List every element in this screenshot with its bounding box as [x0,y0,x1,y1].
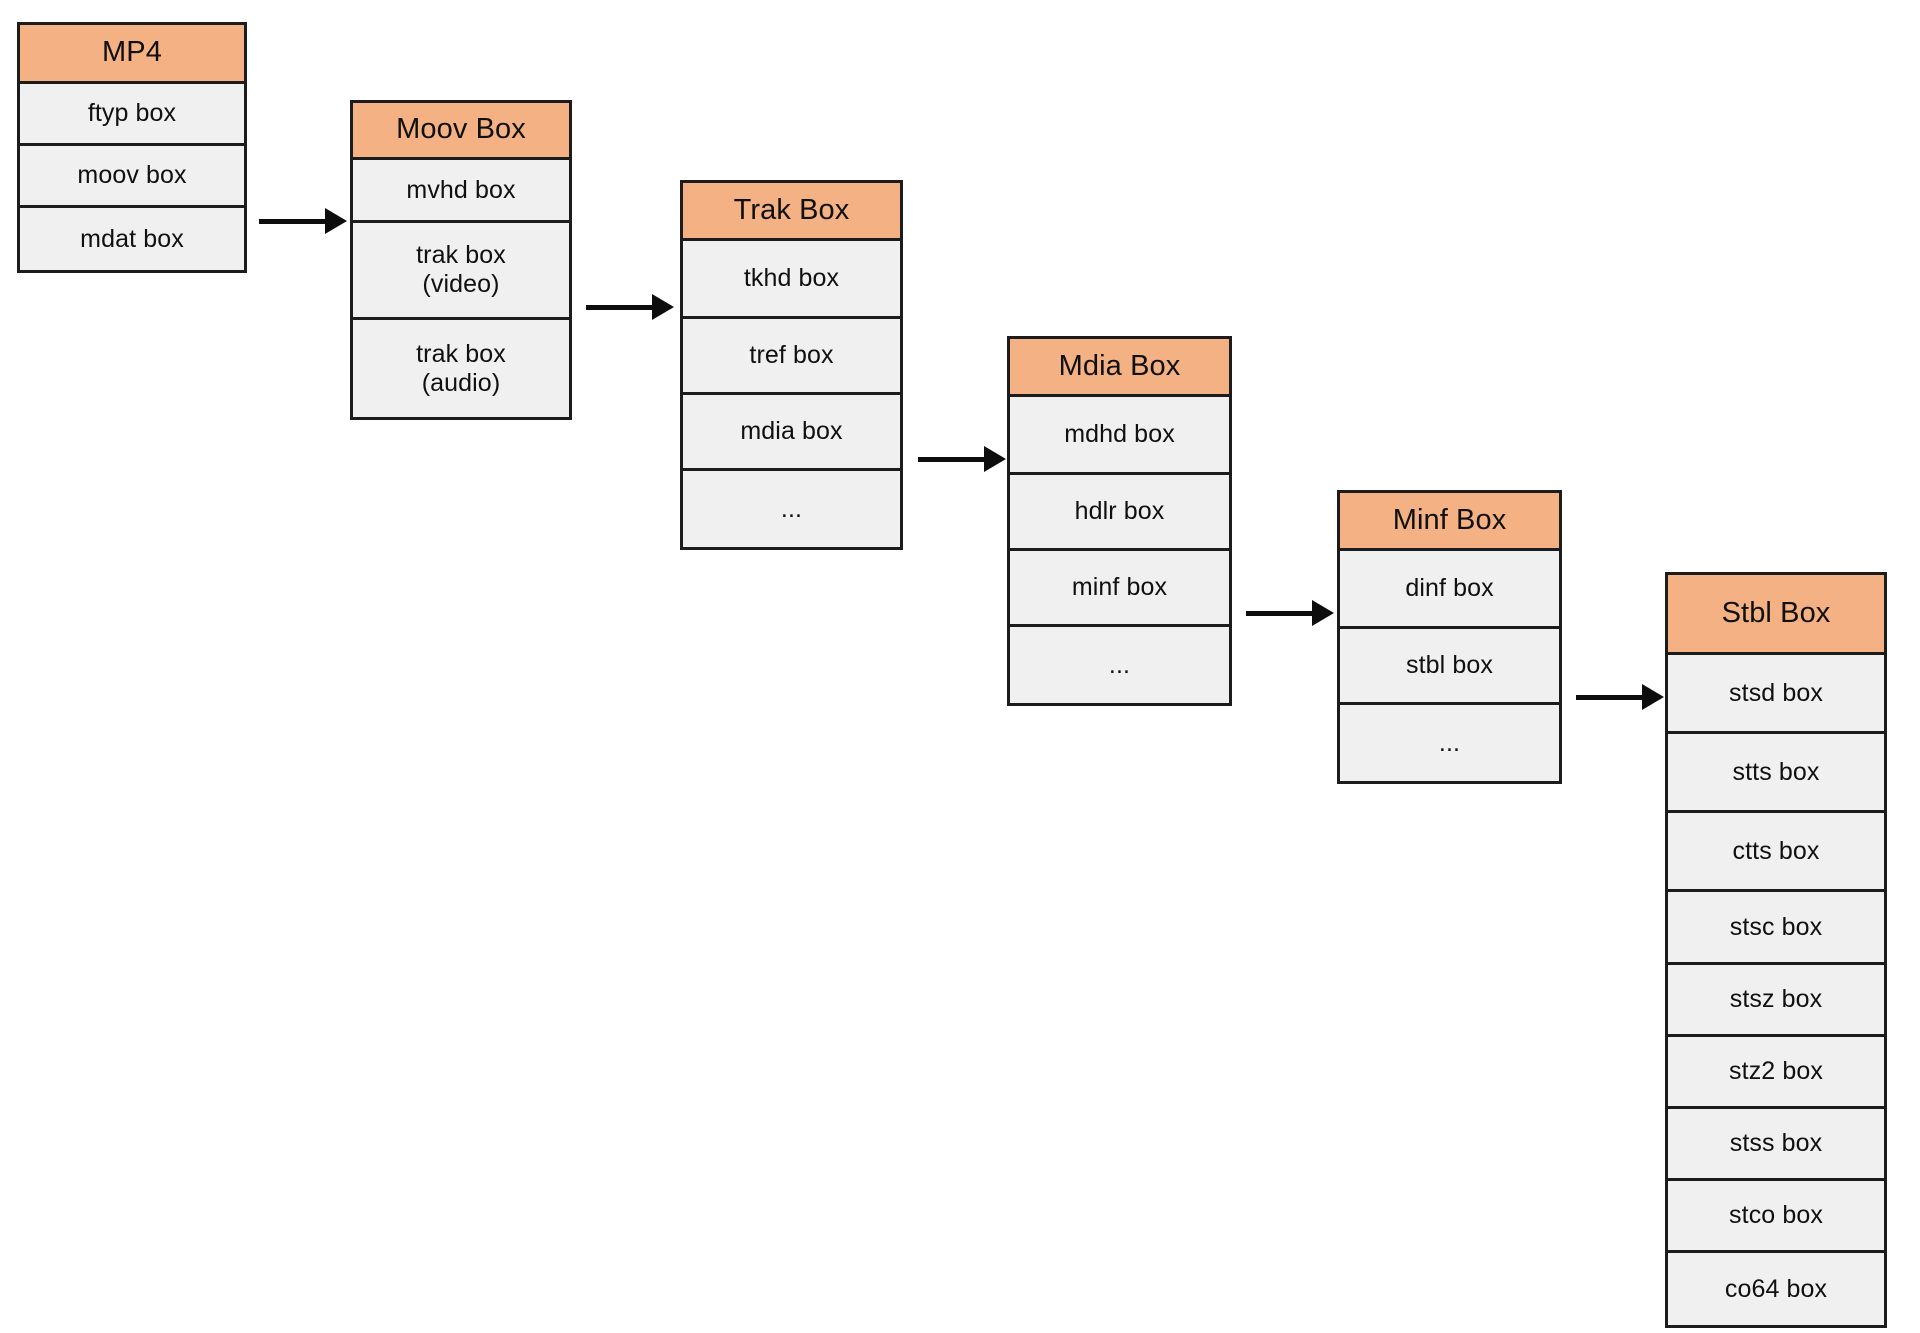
box-header-moov: Moov Box [353,103,569,160]
box-group-stbl: Stbl Box stsd box stts box ctts box stsc… [1665,572,1887,1328]
arrow-shaft [1246,610,1313,616]
box-group-minf: Minf Box dinf box stbl box ... [1337,490,1562,784]
box-header-trak: Trak Box [683,183,900,241]
box-row-mdia-ellipsis: ... [1010,627,1229,703]
box-row-dinf: dinf box [1340,551,1559,629]
arrow-shaft [586,304,653,310]
arrow-shaft [1576,694,1643,700]
box-row-minf-ellipsis: ... [1340,705,1559,781]
box-row-minf: minf box [1010,551,1229,627]
box-header-stbl: Stbl Box [1668,575,1884,655]
box-row-moov: moov box [20,146,244,208]
box-row-stco: stco box [1668,1181,1884,1253]
box-row-stts: stts box [1668,734,1884,813]
box-row-co64: co64 box [1668,1253,1884,1325]
arrow-shaft [918,456,985,462]
box-row-stbl: stbl box [1340,629,1559,705]
arrow-head-icon [984,446,1006,472]
box-row-stz2: stz2 box [1668,1037,1884,1109]
arrow-head-icon [1312,600,1334,626]
box-group-trak: Trak Box tkhd box tref box mdia box ... [680,180,903,550]
box-row-stsz: stsz box [1668,965,1884,1037]
box-group-mp4: MP4 ftyp box moov box mdat box [17,22,247,273]
box-row-trak-ellipsis: ... [683,471,900,547]
arrow-shaft [259,218,326,224]
box-row-ctts: ctts box [1668,813,1884,892]
box-row-mvhd: mvhd box [353,160,569,223]
box-row-stsc: stsc box [1668,892,1884,965]
box-group-moov: Moov Box mvhd box trak box (video) trak … [350,100,572,420]
arrow-head-icon [652,294,674,320]
box-row-trak-audio: trak box (audio) [353,320,569,417]
arrow-head-icon [325,208,347,234]
box-header-mdia: Mdia Box [1010,339,1229,397]
box-row-tref: tref box [683,319,900,395]
box-row-mdat: mdat box [20,208,244,270]
box-row-mdhd: mdhd box [1010,397,1229,475]
box-row-hdlr: hdlr box [1010,475,1229,551]
box-row-stss: stss box [1668,1109,1884,1181]
box-row-tkhd: tkhd box [683,241,900,319]
box-row-stsd: stsd box [1668,655,1884,734]
arrow-head-icon [1642,684,1664,710]
box-row-mdia: mdia box [683,395,900,471]
box-header-mp4: MP4 [20,25,244,84]
box-group-mdia: Mdia Box mdhd box hdlr box minf box ... [1007,336,1232,706]
box-header-minf: Minf Box [1340,493,1559,551]
box-row-trak-video: trak box (video) [353,223,569,320]
box-row-ftyp: ftyp box [20,84,244,146]
